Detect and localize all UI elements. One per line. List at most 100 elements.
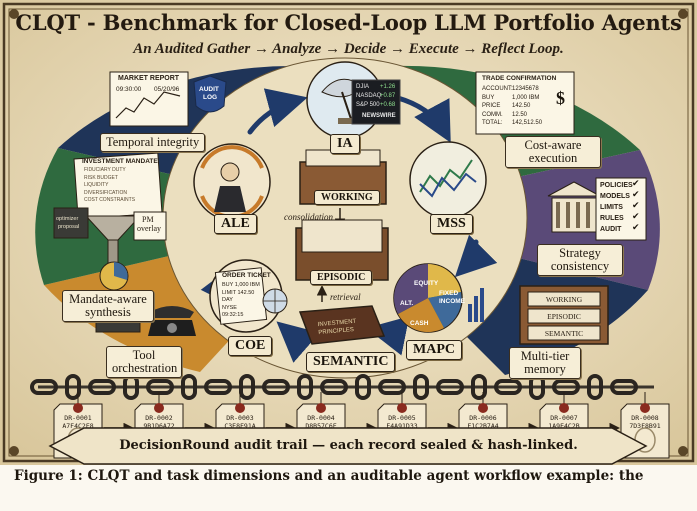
chain-link bbox=[552, 379, 580, 395]
audit-record-hash: D8B57C6F bbox=[305, 422, 337, 430]
node-mapc: MAPC bbox=[406, 340, 462, 360]
wedge-label-mandate: Mandate-aware synthesis bbox=[62, 290, 154, 322]
mandate-line: FIDUCIARY DUTY bbox=[84, 167, 126, 173]
checkmark-icon: ✔ bbox=[632, 211, 640, 221]
optimizer-line1: optimizer bbox=[56, 216, 79, 222]
order-ticket-illustration bbox=[209, 259, 288, 333]
newswire-name: NASDAQ bbox=[356, 93, 382, 99]
allocation-pie-illustration bbox=[393, 263, 484, 333]
pie-label-equity: EQUITY bbox=[414, 280, 439, 287]
trade-row-key: PRICE bbox=[482, 103, 501, 109]
chain-link bbox=[355, 374, 371, 400]
market-report-time: 09:30:00 bbox=[116, 86, 142, 93]
wedge-label-cost: Cost-aware execution bbox=[505, 136, 601, 168]
trade-row-key: TOTAL: bbox=[482, 120, 503, 126]
corner-ornaments bbox=[9, 9, 688, 456]
wedge-label-multitier: Multi-tier memory bbox=[509, 347, 581, 379]
chain-link bbox=[494, 379, 522, 395]
order-ticket-line: LIMIT 142.50 bbox=[222, 289, 255, 296]
line-chart-illustration bbox=[409, 141, 487, 219]
policy-item: LIMITS bbox=[600, 204, 623, 211]
policy-item: RULES bbox=[600, 215, 624, 222]
trade-row-key: COMM. bbox=[482, 111, 503, 118]
filing-cabinet-illustration bbox=[519, 285, 609, 345]
trade-confirmation-sheet bbox=[475, 71, 575, 135]
order-ticket-line: BUY 1,000 IBM bbox=[222, 282, 260, 288]
market-report-line bbox=[115, 91, 181, 119]
optimizer-line2: proposal bbox=[58, 224, 80, 230]
order-ticket-line: 09:32:15 bbox=[222, 312, 244, 318]
pm-overlay-note bbox=[133, 211, 167, 241]
node-mss: MSS bbox=[430, 214, 473, 234]
audit-record-id: DR-0004 bbox=[307, 414, 335, 422]
cabinet-drawer-label: WORKING bbox=[545, 295, 583, 304]
trade-row-value: 12345678 bbox=[512, 86, 539, 92]
newswire-label: NEWSWIRE bbox=[362, 113, 396, 119]
newswire-name: S&P 500 bbox=[356, 102, 380, 108]
chain-link bbox=[436, 379, 464, 395]
page-title: CLQT - Benchmark for Closed-Loop LLM Por… bbox=[15, 10, 682, 35]
mandate-funnel-illustration bbox=[73, 152, 163, 291]
chain-link bbox=[204, 379, 232, 395]
audit-shield bbox=[193, 75, 227, 113]
trade-row-value: 142,512.50 bbox=[512, 120, 543, 126]
page-subtitle: An Audited Gather → Analyze → Decide → E… bbox=[133, 41, 564, 57]
semantic-book bbox=[298, 305, 386, 345]
policy-item: AUDIT bbox=[600, 226, 622, 233]
wedge-label-strategy: Strategy consistency bbox=[537, 244, 623, 276]
audit-record-hash: F1C2B7A4 bbox=[467, 422, 499, 430]
audit-record-id: DR-0007 bbox=[550, 414, 578, 422]
market-report-title: MARKET REPORT bbox=[118, 75, 180, 82]
building-illustration bbox=[547, 181, 601, 233]
market-report-date: 05/20/96 bbox=[154, 86, 180, 93]
trade-confirmation-title: TRADE CONFIRMATION bbox=[482, 75, 557, 82]
chain-link bbox=[65, 374, 81, 400]
chain-link bbox=[413, 374, 429, 400]
audit-record-id: DR-0003 bbox=[226, 414, 254, 422]
node-coe: COE bbox=[228, 336, 273, 356]
chain-link bbox=[146, 379, 174, 395]
consolidation-label: consolidation bbox=[284, 212, 333, 222]
checkmark-icon: ✔ bbox=[632, 200, 640, 210]
wax-seal-icon bbox=[154, 403, 164, 413]
audit-badge-line1: AUDIT bbox=[199, 86, 219, 93]
audit-record-hash: E4A91D33 bbox=[386, 422, 418, 430]
wax-seal-icon bbox=[73, 403, 83, 413]
retrieval-label: retrieval bbox=[330, 292, 361, 302]
cabinet-drawer-label: SEMANTIC bbox=[544, 329, 584, 338]
caption-area bbox=[0, 465, 697, 511]
mandate-line: DIVERSIFICATION bbox=[84, 189, 127, 196]
mandate-line: COST CONSTRAINTS bbox=[84, 197, 136, 203]
figure-caption: Figure 1: CLQT and task dimensions and a… bbox=[14, 468, 644, 484]
policy-item: MODELS bbox=[600, 193, 630, 200]
audit-record-id: DR-0002 bbox=[145, 414, 173, 422]
wax-seal-icon bbox=[235, 403, 245, 413]
mandate-title: INVESTMENT MANDATE bbox=[82, 158, 158, 165]
checkmark-icon: ✔ bbox=[632, 178, 640, 188]
newswire-value: +1.26 bbox=[380, 84, 396, 90]
trade-row-value: 1,000 IBM bbox=[512, 94, 540, 101]
audit-record-hash: 1A9E4C2B bbox=[548, 422, 580, 430]
wedge-label-tool: Tool orchestration bbox=[106, 346, 182, 378]
audit-record-hash: 9B1D6A72 bbox=[143, 422, 175, 430]
trade-row-key: BUY bbox=[482, 94, 495, 101]
chain-link bbox=[297, 374, 313, 400]
checkmark-icon: ✔ bbox=[632, 222, 640, 232]
wedge-label-temporal: Temporal integrity bbox=[100, 133, 206, 152]
wax-seal-icon bbox=[397, 403, 407, 413]
chain-link bbox=[30, 379, 58, 395]
telephone-illustration bbox=[148, 306, 196, 336]
audit-badge-line2: LOG bbox=[203, 94, 218, 101]
wax-seal-icon bbox=[478, 403, 488, 413]
trade-row-key: ACCOUNT: bbox=[482, 86, 513, 92]
trade-row-value: 142.50 bbox=[512, 103, 531, 109]
order-ticket-title: ORDER TICKET bbox=[222, 272, 271, 279]
chain-link bbox=[471, 374, 487, 400]
audit-trail-banner: DecisionRound audit trail — each record … bbox=[119, 438, 578, 453]
pie-label-cash: CASH bbox=[410, 320, 429, 327]
chain-link bbox=[88, 379, 116, 395]
wax-seal-icon bbox=[640, 403, 650, 413]
newswire-value: +0.87 bbox=[380, 93, 396, 99]
